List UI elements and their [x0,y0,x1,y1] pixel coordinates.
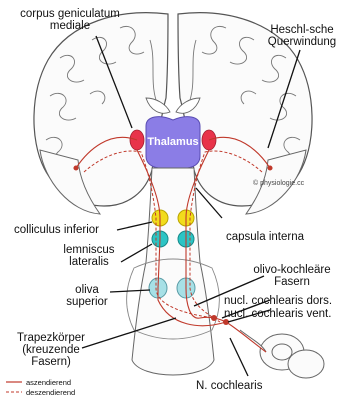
label-heschl-line2: Querwindung [258,36,346,48]
label-olivo-line2: Fasern [246,276,338,288]
label-thalamus: Thalamus [146,136,200,148]
legend-ascending-label: aszendierend [26,378,71,387]
label-cgm: corpus geniculatum mediale [10,8,130,32]
label-lemniscus-line1: lemniscus [56,244,122,256]
label-trapez-line1: Trapezkörper [8,332,94,344]
label-trapez-line3: Fasern) [8,356,94,368]
brainstem [132,168,214,375]
label-trapez: Trapezkörper (kreuzende Fasern) [8,332,94,368]
label-nucl-dors: nucl. cochlearis dors. [224,295,332,307]
label-cgm-line2: mediale [10,20,130,32]
label-capsula: capsula interna [226,231,304,243]
label-cgm-line1: corpus geniculatum [10,8,130,20]
label-oliva: oliva superior [62,284,112,308]
label-credit: © physiologie.cc [253,180,304,188]
label-olivo: olivo-kochleäre Fasern [246,264,338,288]
label-colliculus: colliculus inferior [14,224,99,236]
legend-descending-label: deszendierend [26,388,75,397]
label-nucl-vent: nucl. cochlearis vent. [224,308,331,320]
cochlea [240,330,324,378]
label-oliva-line1: oliva [62,284,112,296]
label-heschl-line1: Heschl-sche [258,24,346,36]
label-lemniscus-line2: lateralis [56,256,122,268]
label-ncochlearis: N. cochlearis [196,380,262,392]
label-lemniscus: lemniscus lateralis [56,244,122,268]
label-trapez-line2: (kreuzende [8,344,94,356]
label-heschl: Heschl-sche Querwindung [258,24,346,48]
label-oliva-line2: superior [62,296,112,308]
label-olivo-line1: olivo-kochleäre [246,264,338,276]
